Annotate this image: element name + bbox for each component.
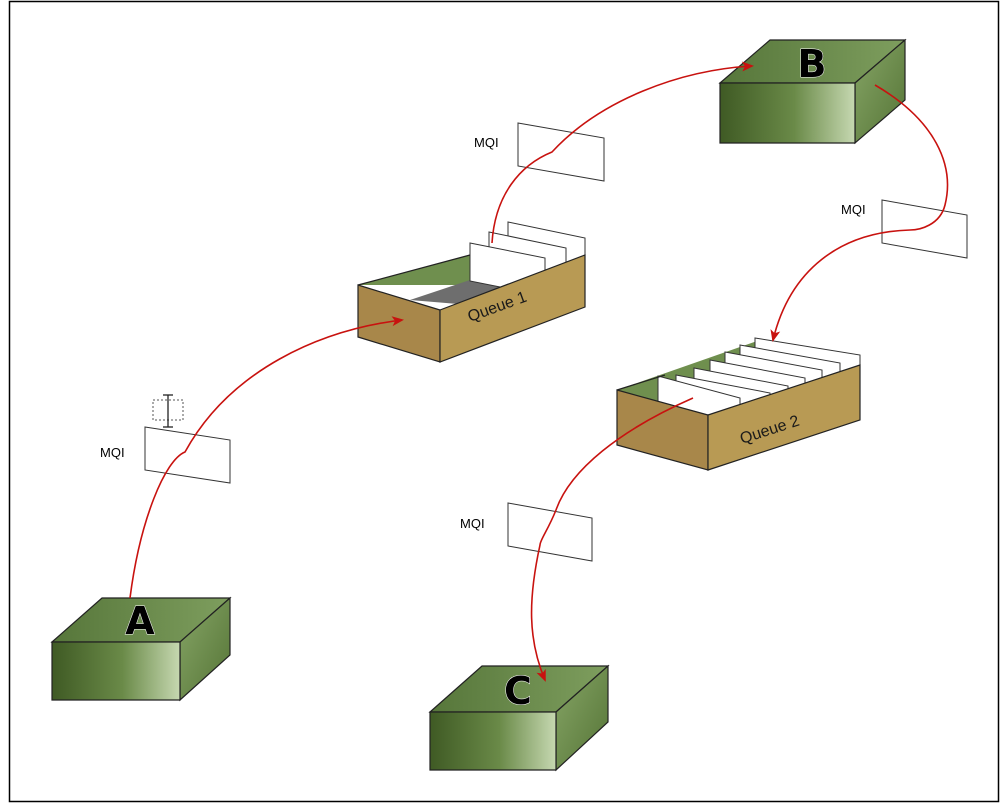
arrow-a-to-queue-1	[129, 316, 404, 599]
queue-1-back-edge	[357, 254, 471, 286]
message-4-label: MQI	[460, 516, 485, 531]
node-c-label: C	[504, 669, 532, 713]
message-1-card	[144, 426, 231, 484]
message-2-card	[517, 122, 605, 182]
text-cursor-icon	[152, 394, 184, 428]
message-3: MQI	[841, 199, 968, 259]
message-4-card	[507, 502, 593, 562]
node-b-front-face	[719, 82, 856, 144]
node-b: B	[718, 38, 907, 145]
message-3-label: MQI	[841, 202, 866, 217]
arrow-queue-2-to-c	[530, 397, 694, 682]
node-a-label: A	[125, 599, 155, 643]
node-b-label: B	[798, 42, 827, 86]
arrow-b-to-queue-2	[770, 84, 949, 342]
node-c-front-face	[429, 711, 557, 771]
node-c: C	[428, 664, 610, 772]
message-3-card	[881, 199, 968, 259]
queue-2-back-edge	[616, 374, 666, 391]
message-2-label: MQI	[474, 135, 499, 150]
queue-2-front-face	[707, 364, 861, 471]
message-2: MQI	[474, 122, 605, 182]
node-a-front-face	[51, 641, 181, 701]
node-a: A	[50, 596, 232, 702]
arrow-queue-1-to-b	[491, 61, 754, 244]
message-1-label: MQI	[100, 445, 125, 460]
queue-1: Queue 1	[357, 221, 586, 363]
message-4: MQI	[460, 502, 593, 562]
message-1: MQI	[100, 426, 231, 484]
queue-1-front-face	[439, 254, 586, 363]
queue-2: Queue 2	[616, 337, 861, 471]
flow-arrows	[129, 61, 949, 682]
